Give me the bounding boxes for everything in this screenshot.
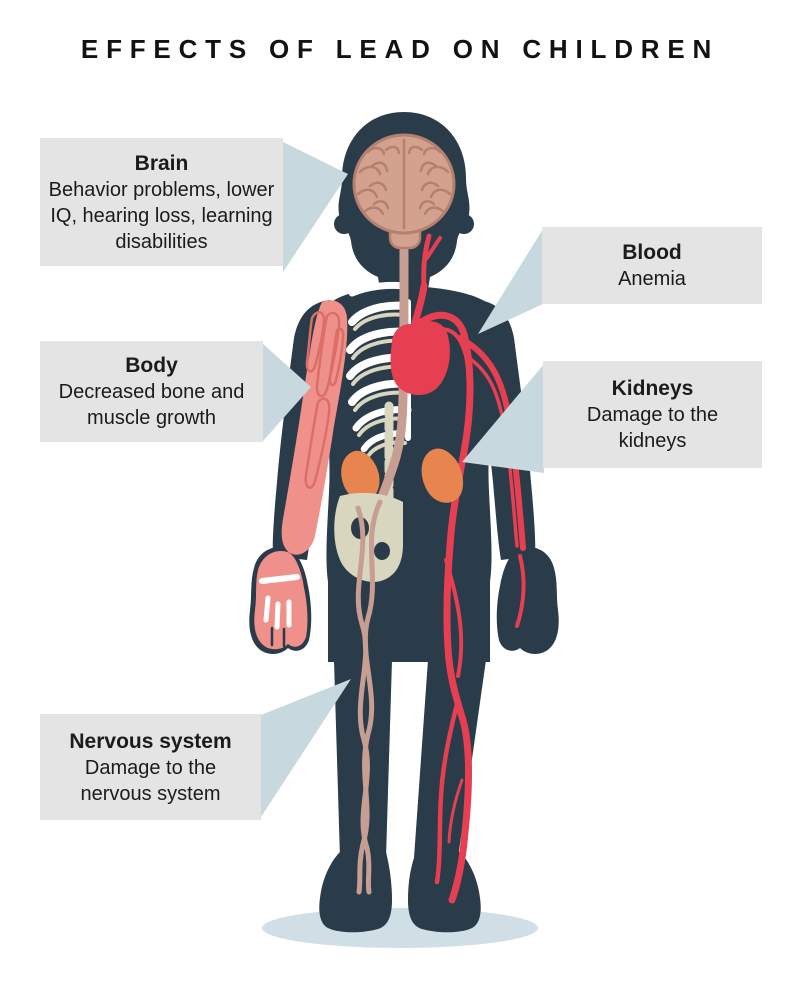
- left-shoe: [319, 852, 392, 933]
- callout-brain-pointer: [283, 142, 348, 272]
- callout-kidneys: Kidneys Damage to the kidneys: [543, 361, 762, 468]
- callout-brain-heading: Brain: [134, 151, 189, 175]
- callout-blood: Blood Anemia: [542, 227, 762, 304]
- brain-gyri: [356, 138, 452, 230]
- arteries-illustration: [410, 233, 526, 904]
- callout-blood-heading: Blood: [622, 241, 682, 264]
- callout-blood-description: Anemia: [618, 268, 686, 290]
- hand-bones: [259, 574, 300, 630]
- heart-illustration: [390, 321, 450, 396]
- callout-brain: Brain Behavior problems, lower IQ, heari…: [40, 138, 283, 266]
- ground-shadow: [262, 908, 538, 948]
- callout-body-heading: Body: [125, 354, 178, 377]
- muscle-arm-illustration: [254, 300, 348, 650]
- page-title: EFFECTS OF LEAD ON CHILDREN: [80, 34, 720, 64]
- callout-kidneys-heading: Kidneys: [611, 377, 694, 400]
- callout-blood-pointer: [478, 229, 543, 334]
- callout-body: Body Decreased bone and muscle growth: [40, 341, 263, 442]
- right-hand: [496, 546, 559, 654]
- brain-illustration: [352, 133, 456, 250]
- kidneys-illustration: [341, 448, 464, 503]
- callout-body-description: Decreased bone and muscle growth: [58, 381, 245, 429]
- callout-brain-description: Behavior problems, lower IQ, hearing los…: [48, 178, 275, 253]
- callout-nervous-pointer: [261, 679, 351, 817]
- pelvis-illustration: [334, 492, 403, 582]
- right-leg: [414, 660, 486, 858]
- callout-body-pointer: [263, 344, 311, 441]
- callout-nervous-description: Damage to the nervous system: [80, 756, 221, 805]
- finger-gaps: [270, 626, 286, 648]
- callout-nervous-heading: Nervous system: [69, 729, 232, 753]
- nerves-illustration: [355, 499, 383, 895]
- callout-kidneys-pointer: [462, 364, 544, 473]
- callout-kidneys-description: Damage to the kidneys: [586, 404, 719, 452]
- spinal-cord: [375, 235, 409, 507]
- callout-nervous-system: Nervous system Damage to the nervous sys…: [40, 714, 261, 820]
- right-shoe: [408, 852, 481, 933]
